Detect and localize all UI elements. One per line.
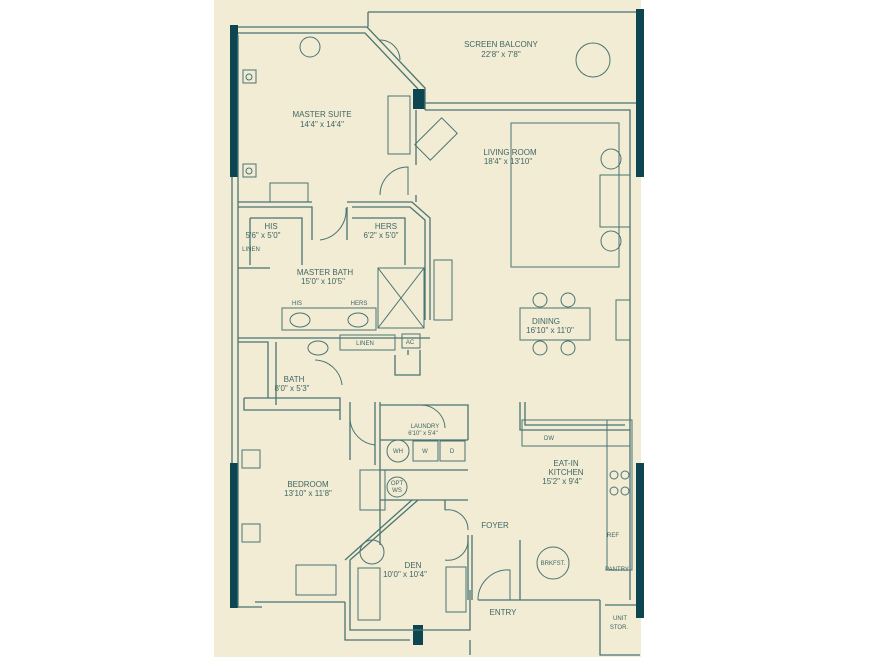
bedroom-name: BEDROOM (287, 480, 329, 489)
dryer-label: D (450, 449, 455, 455)
unit-label: UNIT (613, 616, 627, 622)
entry-name: ENTRY (490, 608, 518, 617)
his-closet-size: 5'6" x 5'0" (246, 231, 281, 240)
den-name: DEN (405, 561, 422, 570)
bath-size: 8'0" x 5'3" (275, 384, 310, 393)
linen-hall-label: LINEN (356, 341, 374, 347)
hers-sink-label: HERS (351, 301, 368, 307)
master-bath-name: MASTER BATH (297, 268, 354, 277)
doors (314, 39, 511, 601)
pantry-label: PANTRY (605, 567, 629, 573)
bedroom-size: 13'10" x 11'8" (284, 489, 332, 498)
screen-balcony-size: 22'8" x 7'8" (481, 50, 521, 59)
dining-size: 16'10" x 11'0" (526, 326, 574, 335)
exterior-walls (230, 9, 644, 656)
master-suite-name: MASTER SUITE (292, 110, 351, 119)
laundry-size: 6'10" x 5'4" (408, 431, 438, 437)
ref-label: REF (607, 533, 619, 539)
his-sink-label: HIS (292, 301, 302, 307)
living-room-size: 18'4" x 13'10" (484, 157, 532, 166)
plan-background (214, 0, 641, 657)
hers-closet-size: 6'2" x 5'0" (364, 231, 399, 240)
den-size: 10'0" x 10'4" (383, 570, 427, 579)
living-room-name: LIVING ROOM (483, 148, 537, 157)
laundry-name: LAUNDRY (411, 424, 440, 430)
kitchen-name: EAT-IN (553, 459, 578, 468)
furniture (241, 36, 633, 621)
dining-name: DINING (532, 317, 560, 326)
brkfst-label: BRKFST. (541, 561, 566, 567)
stor-label: STOR. (610, 625, 629, 631)
kitchen-name2: KITCHEN (548, 468, 583, 477)
dw-label: DW (544, 436, 554, 442)
master-suite-size: 14'4" x 14'4" (300, 120, 344, 129)
bath-name: BATH (284, 375, 305, 384)
screen-balcony-name: SCREEN BALCONY (464, 40, 538, 49)
his-closet-name: HIS (264, 222, 277, 231)
master-bath-size: 15'0" x 10'5" (301, 277, 345, 286)
foyer-name: FOYER (481, 521, 509, 530)
ws-label: WS (392, 488, 402, 494)
hers-closet-name: HERS (375, 222, 397, 231)
opt-label: OPT (391, 481, 404, 487)
wh-label: WH (393, 449, 403, 455)
room-labels: SCREEN BALCONY 22'8" x 7'8" MASTER SUITE… (242, 40, 629, 631)
washer-label: W (422, 449, 428, 455)
kitchen-size: 15'2" x 9'4" (542, 477, 582, 486)
linen-master-label: LINEN (242, 247, 260, 253)
ac-label: AC (406, 340, 415, 346)
